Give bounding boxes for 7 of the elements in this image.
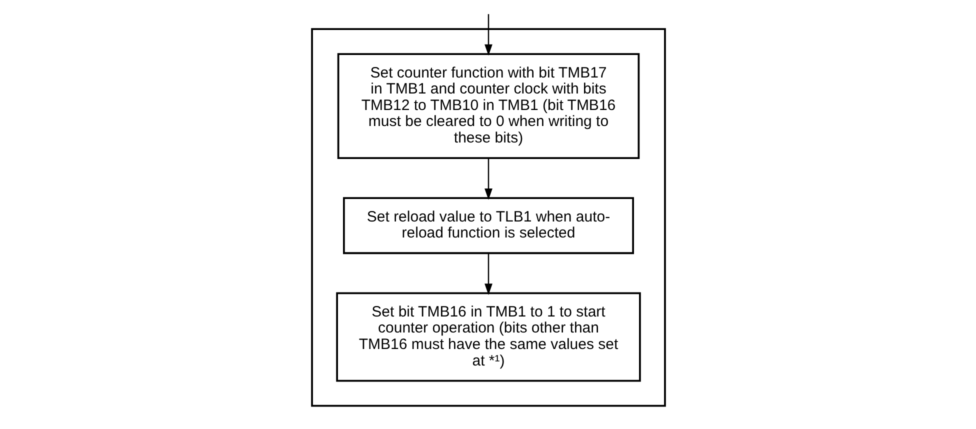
node-box: Set reload value to TLB1 when auto-reload function is selected [342, 197, 634, 254]
node-box: Set bit TMB16 in TMB1 to 1 to start counter operation (bits other than TMB16 must have the same values set at *¹) [336, 292, 640, 382]
arrow [484, 14, 492, 56]
arrow [484, 158, 492, 200]
node-box: Set counter function with bit TMB17 in TMB1 and counter clock with bits TMB12 to TMB10 in TMB1 (bit TMB16 must be cleared to 0 when writing to these bits) [336, 53, 640, 159]
arrow [484, 253, 492, 295]
cluster [310, 28, 666, 407]
